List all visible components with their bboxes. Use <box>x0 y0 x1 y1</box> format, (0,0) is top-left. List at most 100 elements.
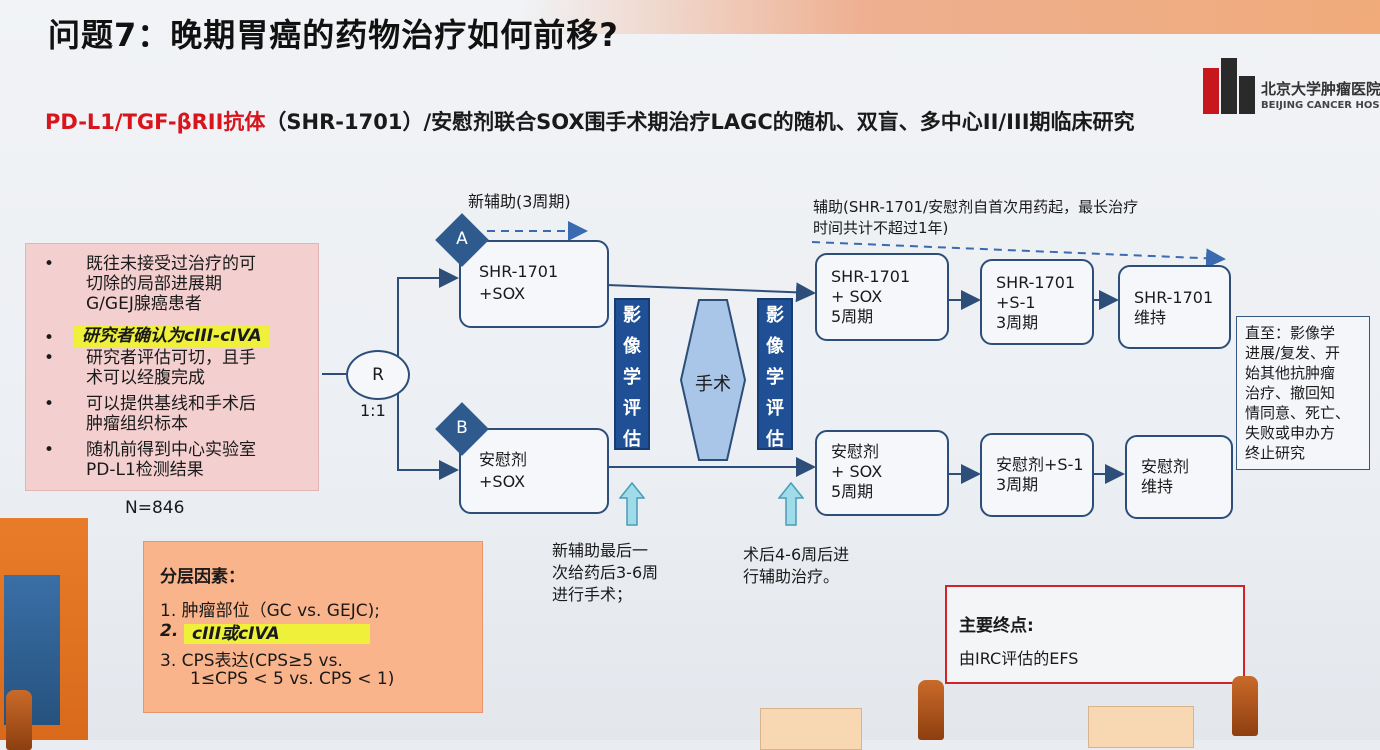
box-line: 安慰剂+S-1 <box>996 455 1084 474</box>
stratification-item: 3. CPS表达(CPS≥5 vs. <box>160 651 343 671</box>
box-line: +SOX <box>479 472 526 491</box>
stratification-heading: 分层因素： <box>160 567 245 587</box>
criteria-line: 术可以经腹完成 <box>86 368 205 388</box>
stratification-item-highlighted: cIII或cIVA <box>184 619 370 644</box>
primary-endpoint-box: 主要终点: 由IRC评估的EFS <box>945 585 1245 684</box>
criteria-line: G/GEJ腺癌患者 <box>86 294 202 314</box>
endpoint-heading: 主要终点: <box>959 616 1034 636</box>
slide-title: 问题7：晚期胃癌的药物治疗如何前移? <box>48 16 619 54</box>
bullet-icon: • <box>44 328 55 348</box>
imaging-char: 影 <box>623 305 641 326</box>
box-line: SHR-1701 <box>1134 288 1214 307</box>
logo-english-name: BEIJING CANCER HOSPITAL <box>1261 100 1380 111</box>
water-bottle <box>918 680 944 740</box>
until-line: 失败或申办方 <box>1245 424 1336 442</box>
neoadjuvant-note-line: 新辅助最后一 <box>552 541 649 560</box>
imaging-char: 学 <box>623 367 641 388</box>
box-line: 维持 <box>1141 477 1174 496</box>
arm-a-neoadjuvant-box: SHR-1701 +SOX <box>459 240 609 328</box>
imaging-char: 像 <box>623 336 641 357</box>
study-subtitle: PD-L1/TGF-βRII抗体（SHR-1701）/安慰剂联合SOX围手术期治… <box>45 106 1135 136</box>
arm-b-adjuvant-box-1: 安慰剂 + SOX 5周期 <box>815 430 949 516</box>
stratification-item-number: 2. <box>160 621 179 641</box>
imaging-char: 评 <box>623 398 641 419</box>
imaging-char: 学 <box>766 367 784 388</box>
criteria-line: 研究者评估可切，且手 <box>86 348 256 368</box>
stratification-item: 1≤CPS < 5 vs. CPS < 1) <box>190 669 395 689</box>
arm-b-letter: B <box>456 418 468 438</box>
until-line: 始其他抗肿瘤 <box>1245 364 1336 382</box>
stratification-item: 1. 肿瘤部位（GC vs. GEJC); <box>160 601 380 621</box>
until-line: 治疗、撤回知 <box>1245 384 1336 402</box>
imaging-char: 影 <box>766 305 784 326</box>
box-line: 维持 <box>1134 308 1167 327</box>
bullet-icon: • <box>44 394 55 414</box>
arm-a-adjuvant-box-2: SHR-1701 +S-1 3周期 <box>980 259 1094 345</box>
box-line: 安慰剂 <box>1141 457 1190 476</box>
box-line: 安慰剂 <box>479 450 528 469</box>
neoadjuvant-note-line: 进行手术； <box>552 585 633 604</box>
adjuvant-label-line-2: 时间共计不超过1年) <box>813 219 949 237</box>
randomization-ratio: 1:1 <box>360 401 386 420</box>
box-line: 3周期 <box>996 475 1039 494</box>
pre-surgery-imaging-block: 影 像 学 评 估 <box>614 298 650 450</box>
hospital-logo: 北京大学肿瘤医院 BEIJING CANCER HOSPITAL <box>1203 58 1380 118</box>
imaging-char: 估 <box>766 429 784 450</box>
up-arrow-icon <box>778 482 804 526</box>
box-line: 5周期 <box>831 482 874 501</box>
arm-a-maintenance-box: SHR-1701 维持 <box>1118 265 1231 349</box>
arm-b-adjuvant-box-2: 安慰剂+S-1 3周期 <box>980 433 1094 517</box>
arm-b-neoadjuvant-box: 安慰剂 +SOX <box>459 428 609 514</box>
subtitle-drug-name: PD-L1/TGF-βRII抗体 <box>45 110 266 134</box>
box-line: SHR-1701 <box>996 273 1076 292</box>
criteria-line: 肿瘤组织标本 <box>86 414 188 434</box>
box-line: SHR-1701 <box>831 267 911 286</box>
inclusion-criteria-box: • 既往未接受过治疗的可 切除的局部进展期 G/GEJ腺癌患者 • 研究者确认为… <box>25 243 319 491</box>
post-surgery-note-line: 行辅助治疗。 <box>743 567 840 586</box>
neoadjuvant-label: 新辅助(3周期) <box>468 192 571 211</box>
until-line: 情同意、死亡、 <box>1245 404 1351 422</box>
sample-size: N=846 <box>125 498 185 518</box>
speaker-nameplate <box>760 708 862 750</box>
surgery-hexagon <box>679 299 747 461</box>
criteria-line: 可以提供基线和手术后 <box>86 394 256 414</box>
box-line: 安慰剂 <box>831 442 880 461</box>
bullet-icon: • <box>44 440 55 460</box>
imaging-char: 估 <box>623 429 641 450</box>
box-line: 5周期 <box>831 307 874 326</box>
logo-chinese-name: 北京大学肿瘤医院 <box>1261 80 1380 98</box>
stage-light-glow <box>520 0 1380 34</box>
arm-b-maintenance-box: 安慰剂 维持 <box>1125 435 1233 519</box>
until-line: 终止研究 <box>1245 444 1306 462</box>
until-line: 直至：影像学 <box>1245 324 1336 342</box>
hospital-logo-icon <box>1203 58 1255 114</box>
water-bottle <box>1232 676 1258 736</box>
criteria-line: 随机前得到中心实验室 <box>86 440 256 460</box>
randomization-node: R <box>346 350 410 400</box>
criteria-line: 切除的局部进展期 <box>86 274 222 294</box>
box-line: + SOX <box>831 287 883 306</box>
box-line: 3周期 <box>996 313 1039 332</box>
bullet-icon: • <box>44 254 55 274</box>
imaging-char: 像 <box>766 336 784 357</box>
criteria-line: PD-L1检测结果 <box>86 460 204 480</box>
treatment-until-box: 直至：影像学 进展/复发、开 始其他抗肿瘤 治疗、撤回知 情同意、死亡、 失败或… <box>1236 316 1370 470</box>
box-line: +SOX <box>479 284 526 303</box>
post-surgery-note-line: 术后4-6周后进 <box>743 545 850 564</box>
box-line: SHR-1701 <box>479 262 559 281</box>
arm-a-letter: A <box>456 229 468 249</box>
box-line: + SOX <box>831 462 883 481</box>
subtitle-study-description: （SHR-1701）/安慰剂联合SOX围手术期治疗LAGC的随机、双盲、多中心I… <box>265 110 1135 134</box>
imaging-char: 评 <box>766 398 784 419</box>
water-bottle <box>6 690 32 750</box>
speaker-nameplate <box>1088 706 1194 748</box>
adjuvant-label-line-1: 辅助(SHR-1701/安慰剂自首次用药起，最长治疗 <box>813 198 1139 216</box>
endpoint-value: 由IRC评估的EFS <box>959 649 1079 668</box>
bullet-icon: • <box>44 348 55 368</box>
surgery-label: 手术 <box>695 374 731 395</box>
post-surgery-imaging-block: 影 像 学 评 估 <box>757 298 793 450</box>
neoadjuvant-note-line: 次给药后3-6周 <box>552 563 659 582</box>
criteria-line: 既往未接受过治疗的可 <box>86 254 256 274</box>
